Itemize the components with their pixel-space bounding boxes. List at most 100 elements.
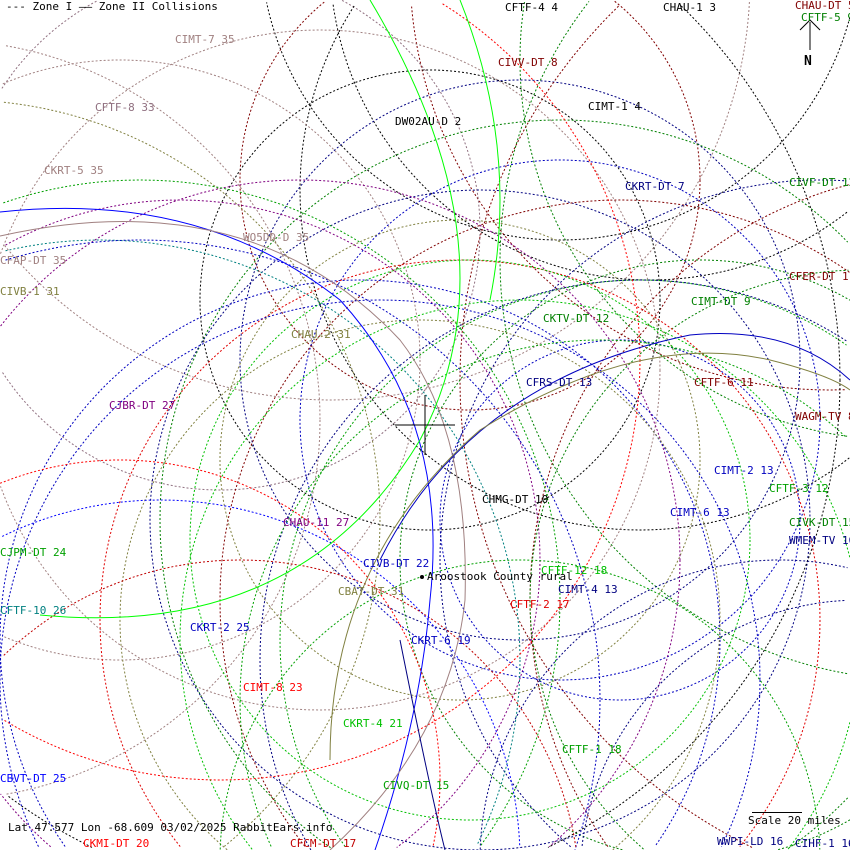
coverage-contour	[499, 1, 848, 675]
station-label[interactable]: CFAP-DT 35	[0, 254, 67, 267]
collision-contour	[39, 0, 461, 619]
station-label[interactable]: CBAT-DT 31	[338, 585, 405, 598]
coverage-contour	[529, 184, 849, 847]
station-label[interactable]: CHAU-DT 5	[795, 0, 850, 12]
station-label[interactable]: CJBR-DT 27	[109, 399, 176, 412]
station-label[interactable]: CIMT-7 35	[175, 33, 235, 46]
coverage-contour	[529, 269, 849, 850]
coverage-contour	[239, 79, 801, 641]
station-label[interactable]: CFTF-10 26	[0, 604, 67, 617]
station-label[interactable]: CIMT-6 13	[670, 506, 730, 519]
station-label[interactable]: CIVK-DT 15	[789, 516, 850, 529]
coverage-contour	[0, 179, 681, 848]
coverage-contour	[1, 0, 481, 491]
station-label[interactable]: CKRT-4 21	[343, 717, 403, 730]
collision-contour	[329, 352, 850, 761]
station-label[interactable]: CIMT-4 13	[558, 583, 618, 596]
station-label[interactable]: CFER-DT 11	[789, 270, 850, 283]
station-label[interactable]: CHAU-1 3	[663, 1, 716, 14]
station-label[interactable]: CFTF-3 12	[769, 482, 829, 495]
north-arrow-icon	[799, 19, 821, 50]
station-label[interactable]: CIVF-DT 12	[789, 176, 850, 189]
coverage-contour	[259, 279, 848, 850]
collision-contour	[379, 332, 850, 561]
coverage-contour	[2, 59, 421, 661]
coverage-contour	[3, 179, 561, 848]
coverage-contour	[332, 4, 848, 281]
station-label[interactable]: CIVV-DT 8	[498, 56, 558, 69]
coverage-contour	[159, 119, 849, 849]
station-label[interactable]: CFTF-6 11	[694, 376, 754, 389]
station-label[interactable]: WAGM-TV 8	[795, 410, 850, 423]
station-label[interactable]: CIMT-8 23	[243, 681, 303, 694]
scale-bar	[752, 812, 802, 813]
coverage-contour	[439, 339, 801, 701]
coverage-contour	[199, 69, 661, 531]
station-label[interactable]: CKRT-6 19	[411, 634, 471, 647]
coverage-contour	[5, 239, 601, 850]
coverage-contour	[299, 159, 821, 681]
coverage-contour	[479, 559, 848, 850]
coverage-contour	[399, 259, 850, 850]
station-label[interactable]: CFTF-8 33	[95, 101, 155, 114]
station-label[interactable]: CIMT-DT 9	[691, 295, 751, 308]
collision-contour	[0, 221, 466, 850]
north-label: N	[804, 54, 812, 69]
coverage-contour	[459, 5, 753, 848]
station-label[interactable]: CHAU-11 27	[283, 516, 350, 529]
station-label[interactable]: CBVT-DT 25	[0, 772, 67, 785]
station-label[interactable]: CIVB-DT 22	[363, 557, 430, 570]
coverage-contour	[189, 259, 751, 821]
station-label[interactable]: CFRS-DT 13	[526, 376, 593, 389]
station-label[interactable]: CHMG-DT 10	[482, 493, 549, 506]
station-label[interactable]: CFTF-5 9	[801, 11, 850, 24]
coverage-contour	[219, 199, 850, 847]
collision-contour	[399, 639, 446, 850]
scale-label: Scale 20 miles	[748, 814, 841, 827]
coverage-contour	[266, 2, 850, 241]
station-label[interactable]: CJPM-DT 24	[0, 546, 67, 559]
location-marker-icon	[420, 575, 424, 579]
coverage-contour	[519, 0, 848, 437]
station-label[interactable]: CKRT-2 25	[190, 621, 250, 634]
station-label[interactable]: WO5DD-D 35	[243, 231, 310, 244]
station-label[interactable]: CIMT-1 4	[588, 100, 641, 113]
station-label[interactable]: CFTF-12 18	[541, 564, 608, 577]
coverage-contour	[6, 5, 841, 848]
station-label[interactable]: CFCM-DT 17	[290, 837, 357, 850]
coverage-contour	[5, 45, 321, 795]
station-label[interactable]: CIMT-2 13	[714, 464, 774, 477]
station-label[interactable]: CHAU-2 31	[291, 328, 351, 341]
coverage-contour	[581, 599, 846, 846]
coverage-contour	[3, 559, 577, 847]
coverage-contour	[239, 0, 701, 411]
coverage-contour	[3, 101, 381, 847]
coverage-contour	[0, 279, 721, 847]
station-label[interactable]: DW02AU-D 2	[395, 115, 462, 128]
collision-contour	[0, 207, 434, 850]
coverage-contour	[149, 189, 811, 850]
station-label[interactable]: CFTF-1 18	[562, 743, 622, 756]
map-legend: --- Zone I —— Zone II Collisions	[6, 0, 218, 13]
station-label[interactable]: CIVB-1 31	[0, 285, 60, 298]
coverage-contour	[3, 1, 750, 401]
station-label[interactable]: CKRT-DT 7	[625, 180, 685, 193]
coverage-contour	[1, 499, 521, 848]
location-label: Aroostook County rural	[427, 570, 573, 583]
coverage-contour	[5, 239, 521, 845]
station-label[interactable]: CKRT-5 35	[44, 164, 104, 177]
station-label[interactable]: CIVQ-DT 15	[383, 779, 450, 792]
station-label[interactable]: CKTV-DT 12	[543, 312, 610, 325]
station-label[interactable]: CKMI-DT 20	[83, 837, 150, 850]
coverage-contour	[239, 339, 846, 847]
station-label[interactable]: WWPI-LD 16	[717, 835, 784, 848]
station-label[interactable]: WMEM-TV 10	[789, 534, 850, 547]
coverage-contour	[219, 219, 701, 701]
coverage-contour	[299, 4, 850, 531]
station-label[interactable]: CFTF-2 17	[510, 598, 570, 611]
station-label[interactable]: CIHF-1 16	[795, 837, 850, 850]
station-label[interactable]: CFTF-4 4	[505, 1, 558, 14]
coverage-contour	[5, 199, 541, 848]
